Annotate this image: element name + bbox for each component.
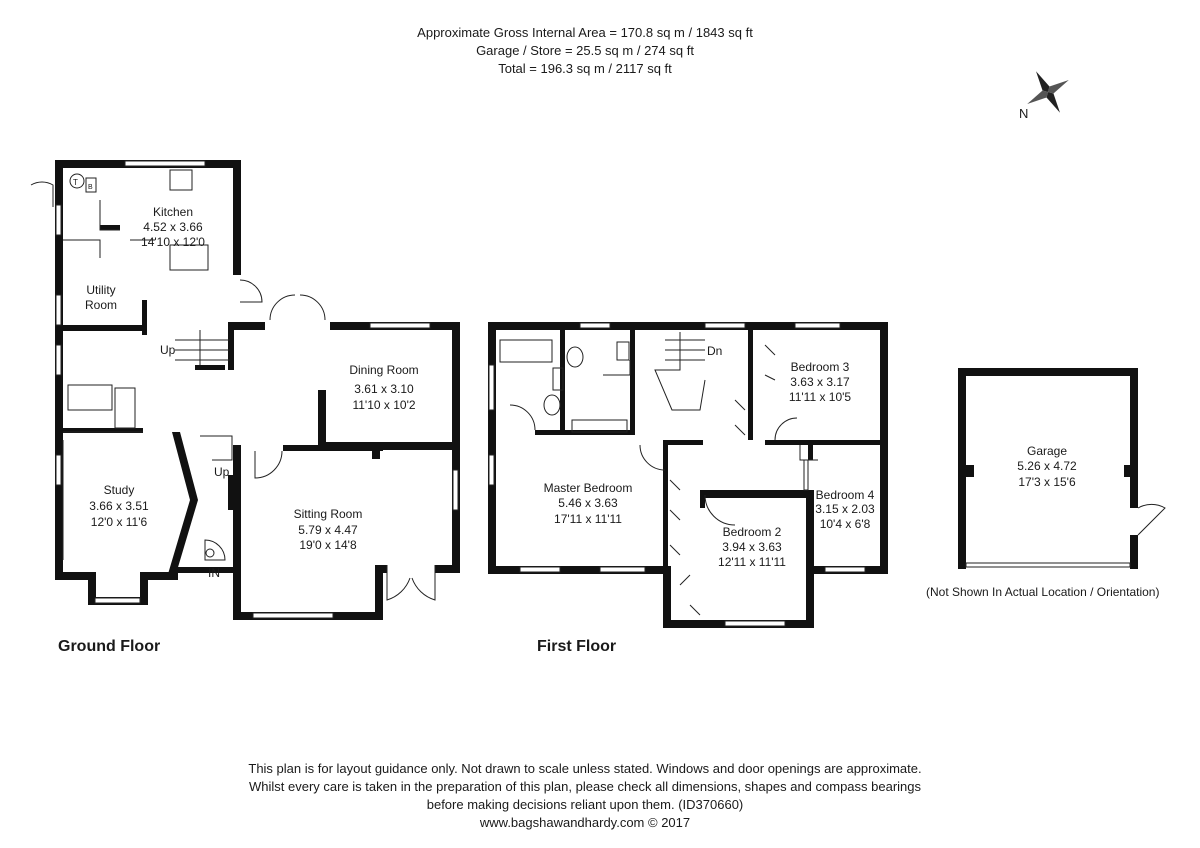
svg-text:10'4 x 6'8: 10'4 x 6'8 [820, 517, 871, 531]
room-bedroom2-label: Bedroom 2 3.94 x 3.63 12'11 x 11'11 [718, 525, 786, 569]
svg-text:5.79 x 4.47: 5.79 x 4.47 [298, 523, 358, 537]
svg-text:17'11 x 11'11: 17'11 x 11'11 [554, 512, 622, 526]
svg-text:Bedroom 2: Bedroom 2 [723, 525, 782, 539]
first-floor-plan [488, 322, 888, 628]
room-utility-label: Utility Room [85, 283, 117, 312]
first-floor-title: First Floor [537, 638, 617, 655]
tank-label: T [73, 178, 78, 187]
svg-text:Dining Room: Dining Room [349, 363, 418, 377]
svg-text:3.63 x 3.17: 3.63 x 3.17 [790, 375, 850, 389]
svg-text:3.15 x 2.03: 3.15 x 2.03 [815, 502, 875, 516]
svg-text:19'0 x 14'8: 19'0 x 14'8 [299, 538, 357, 552]
room-master-label: Master Bedroom 5.46 x 3.63 17'11 x 11'11 [544, 481, 633, 526]
svg-text:11'11 x 10'5: 11'11 x 10'5 [789, 390, 852, 404]
svg-text:Bedroom 4: Bedroom 4 [816, 488, 875, 502]
svg-text:Room: Room [85, 298, 117, 312]
svg-text:12'0 x 11'6: 12'0 x 11'6 [91, 515, 148, 529]
svg-text:3.94 x 3.63: 3.94 x 3.63 [722, 540, 782, 554]
svg-text:Utility: Utility [86, 283, 115, 297]
svg-text:Study: Study [104, 483, 135, 497]
compass-rose-icon [1027, 71, 1069, 113]
total-area: Total = 196.3 sq m / 2117 sq ft [498, 61, 672, 76]
garage-plan [958, 368, 1166, 569]
ground-floor-plan [30, 160, 460, 620]
disclaimer-footer: This plan is for layout guidance only. N… [0, 760, 1170, 832]
ground-floor-title: Ground Floor [58, 638, 161, 655]
svg-text:5.46 x 3.63: 5.46 x 3.63 [558, 496, 618, 510]
svg-text:Master Bedroom: Master Bedroom [544, 481, 633, 495]
svg-text:Kitchen: Kitchen [153, 205, 193, 219]
room-garage-label: Garage 5.26 x 4.72 17'3 x 15'6 [1017, 444, 1077, 489]
entrance-label: IN [208, 566, 220, 580]
stairs-up-label-2: Up [214, 465, 230, 479]
disclaimer-line-2: Whilst every care is taken in the prepar… [248, 779, 922, 794]
boiler-label: B [88, 184, 93, 191]
garage-store-area: Garage / Store = 25.5 sq m / 274 sq ft [476, 43, 694, 58]
room-dining-label: Dining Room 3.61 x 3.10 11'10 x 10'2 [349, 363, 418, 412]
room-study-label: Study 3.66 x 3.51 12'0 x 11'6 [89, 483, 149, 529]
svg-text:12'11 x 11'11: 12'11 x 11'11 [718, 555, 786, 569]
garage-location-note: (Not Shown In Actual Location / Orientat… [926, 585, 1160, 599]
disclaimer-line-3: before making decisions reliant upon the… [426, 797, 744, 812]
room-sitting-label: Sitting Room 5.79 x 4.47 19'0 x 14'8 [294, 507, 363, 552]
svg-text:17'3 x 15'6: 17'3 x 15'6 [1018, 475, 1076, 489]
stairs-down-label: Dn [707, 344, 722, 358]
svg-text:11'10 x 10'2: 11'10 x 10'2 [352, 398, 415, 412]
area-summary: Approximate Gross Internal Area = 170.8 … [0, 24, 1170, 78]
compass-north-label: N [1019, 106, 1029, 121]
stairs-up-label: Up [160, 343, 176, 357]
room-bedroom3-label: Bedroom 3 3.63 x 3.17 11'11 x 10'5 [789, 360, 852, 404]
room-kitchen-label: Kitchen 4.52 x 3.66 14'10 x 12'0 [141, 205, 205, 249]
svg-text:Garage: Garage [1027, 444, 1067, 458]
svg-text:4.52 x 3.66: 4.52 x 3.66 [143, 220, 203, 234]
svg-text:Bedroom 3: Bedroom 3 [791, 360, 850, 374]
gross-internal-area: Approximate Gross Internal Area = 170.8 … [417, 25, 753, 40]
svg-text:Sitting Room: Sitting Room [294, 507, 363, 521]
svg-text:3.61 x 3.10: 3.61 x 3.10 [354, 382, 414, 396]
room-bedroom4-label: Bedroom 4 3.15 x 2.03 10'4 x 6'8 [815, 488, 875, 531]
svg-text:3.66 x 3.51: 3.66 x 3.51 [89, 499, 149, 513]
svg-text:14'10 x 12'0: 14'10 x 12'0 [141, 235, 205, 249]
website-copyright: www.bagshawandhardy.com © 2017 [479, 815, 691, 830]
svg-text:5.26 x 4.72: 5.26 x 4.72 [1017, 459, 1077, 473]
disclaimer-line-1: This plan is for layout guidance only. N… [248, 761, 922, 776]
